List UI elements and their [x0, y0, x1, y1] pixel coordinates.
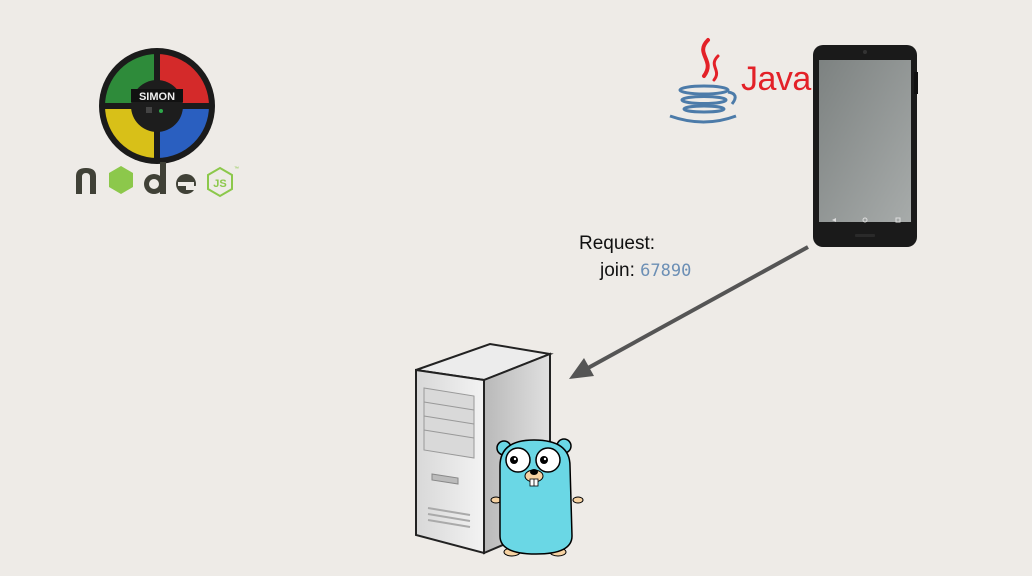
request-field: join: 67890: [579, 257, 691, 285]
go-gopher-icon: [490, 438, 584, 557]
phone-icon: [813, 45, 918, 247]
simon-game-icon: SIMON: [99, 48, 215, 164]
request-field-value: 67890: [640, 261, 692, 281]
simon-label: SIMON: [139, 91, 175, 103]
request-title: Request:: [579, 233, 656, 254]
java-logo-icon: [669, 38, 737, 124]
nodejs-logo: JS ™: [76, 162, 239, 198]
js-badge-text: JS: [213, 178, 226, 190]
request-label: Request: join: 67890: [579, 230, 691, 285]
svg-text:™: ™: [234, 166, 239, 172]
request-field-label: join:: [600, 260, 635, 281]
java-wordmark: Java: [741, 60, 811, 98]
